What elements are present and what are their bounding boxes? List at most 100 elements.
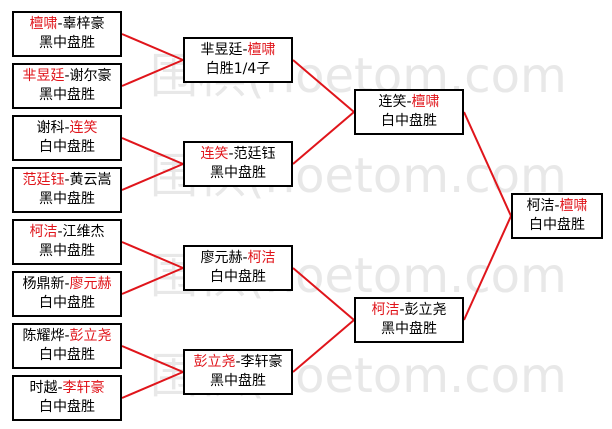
match-box-r1-7: 陈耀烨-彭立尧白中盘胜: [12, 323, 122, 369]
match-result: 白中盘胜: [529, 217, 585, 233]
connector-line: [121, 33, 184, 61]
player-black: 谢科: [36, 120, 65, 136]
separator-dash: -: [554, 198, 560, 214]
connector-line: [121, 345, 184, 373]
separator-dash: -: [64, 328, 70, 344]
separator-dash: -: [228, 146, 234, 162]
match-pair: 彭立尧-李轩豪: [193, 353, 282, 372]
connector-line: [121, 241, 184, 269]
match-box-r1-3: 谢科-连笑白中盘胜: [12, 115, 122, 161]
connector-line: [121, 163, 184, 191]
match-box-r1-1: 檀啸-辜梓豪黑中盘胜: [12, 11, 122, 57]
match-result: 黑中盘胜: [39, 87, 95, 103]
connector-line: [292, 267, 355, 321]
player-black: 芈昱廷: [200, 42, 243, 58]
match-box-r1-8: 时越-李轩豪白中盘胜: [12, 375, 122, 421]
match-box-r2-3: 廖元赫-柯洁白中盘胜: [183, 245, 293, 291]
match-box-r3-2: 柯洁-彭立尧黑中盘胜: [354, 297, 464, 343]
match-result: 黑中盘胜: [39, 191, 95, 207]
player-white: 辜梓豪: [62, 16, 105, 32]
player-black: 连笑: [378, 94, 407, 110]
connector-line: [121, 59, 184, 87]
player-white: 连笑: [69, 120, 98, 136]
separator-dash: -: [235, 354, 241, 370]
connector-line: [121, 371, 184, 399]
player-white: 谢尔豪: [69, 68, 112, 84]
match-box-r3-1: 连笑-檀啸白中盘胜: [354, 89, 464, 135]
player-black: 檀啸: [29, 16, 58, 32]
separator-dash: -: [64, 68, 70, 84]
player-white: 檀啸: [411, 94, 440, 110]
match-result: 黑中盘胜: [39, 35, 95, 51]
match-pair: 杨鼎新-廖元赫: [22, 275, 111, 294]
separator-dash: -: [57, 380, 63, 396]
player-white: 彭立尧: [404, 302, 447, 318]
player-black: 范廷钰: [22, 172, 65, 188]
match-result: 白中盘胜: [39, 295, 95, 311]
separator-dash: -: [64, 120, 70, 136]
match-pair: 陈耀烨-彭立尧: [22, 327, 111, 346]
match-pair: 柯洁-江维杰: [29, 223, 104, 242]
match-result: 白中盘胜: [210, 269, 266, 285]
connector-line: [292, 319, 355, 373]
player-black: 杨鼎新: [22, 276, 65, 292]
match-pair: 檀啸-辜梓豪: [29, 15, 104, 34]
player-white: 彭立尧: [69, 328, 112, 344]
match-box-r1-6: 杨鼎新-廖元赫白中盘胜: [12, 271, 122, 317]
match-result: 白中盘胜: [39, 139, 95, 155]
match-result: 白胜1/4子: [205, 61, 271, 77]
player-black: 陈耀烨: [22, 328, 65, 344]
match-result: 黑中盘胜: [39, 243, 95, 259]
match-pair: 柯洁-彭立尧: [371, 301, 446, 320]
separator-dash: -: [399, 302, 405, 318]
match-box-r2-4: 彭立尧-李轩豪黑中盘胜: [183, 349, 293, 395]
match-pair: 连笑-檀啸: [378, 93, 439, 112]
match-pair: 范廷钰-黄云嵩: [22, 171, 111, 190]
match-result: 白中盘胜: [381, 113, 437, 129]
separator-dash: -: [57, 224, 63, 240]
player-black: 柯洁: [371, 302, 400, 318]
connector-line: [463, 215, 512, 321]
separator-dash: -: [57, 16, 63, 32]
match-result: 黑中盘胜: [210, 373, 266, 389]
separator-dash: -: [64, 276, 70, 292]
player-black: 彭立尧: [193, 354, 236, 370]
match-pair: 谢科-连笑: [36, 119, 97, 138]
match-box-r1-2: 芈昱廷-谢尔豪黑中盘胜: [12, 63, 122, 109]
player-white: 李轩豪: [240, 354, 283, 370]
player-black: 时越: [29, 380, 58, 396]
player-black: 柯洁: [526, 198, 555, 214]
match-pair: 时越-李轩豪: [29, 379, 104, 398]
player-black: 廖元赫: [200, 250, 243, 266]
player-white: 江维杰: [62, 224, 105, 240]
player-black: 芈昱廷: [22, 68, 65, 84]
player-white: 檀啸: [247, 42, 276, 58]
separator-dash: -: [406, 94, 412, 110]
connector-line: [121, 137, 184, 165]
match-result: 黑中盘胜: [210, 165, 266, 181]
player-white: 李轩豪: [62, 380, 105, 396]
match-result: 黑中盘胜: [381, 321, 437, 337]
separator-dash: -: [242, 42, 248, 58]
match-box-r2-1: 芈昱廷-檀啸白胜1/4子: [183, 37, 293, 83]
match-box-r1-4: 范廷钰-黄云嵩黑中盘胜: [12, 167, 122, 213]
connector-line: [121, 267, 184, 295]
player-white: 范廷钰: [233, 146, 276, 162]
match-pair: 廖元赫-柯洁: [200, 249, 275, 268]
player-white: 黄云嵩: [69, 172, 112, 188]
connector-line: [292, 59, 355, 113]
player-white: 檀啸: [559, 198, 588, 214]
player-white: 柯洁: [247, 250, 276, 266]
match-result: 白中盘胜: [39, 347, 95, 363]
player-black: 连笑: [200, 146, 229, 162]
separator-dash: -: [242, 250, 248, 266]
connector-line: [292, 111, 355, 165]
match-pair: 芈昱廷-谢尔豪: [22, 67, 111, 86]
match-box-r2-2: 连笑-范廷钰黑中盘胜: [183, 141, 293, 187]
player-black: 柯洁: [29, 224, 58, 240]
match-pair: 芈昱廷-檀啸: [200, 41, 275, 60]
player-white: 廖元赫: [69, 276, 112, 292]
match-box-r4-1: 柯洁-檀啸白中盘胜: [511, 193, 603, 239]
separator-dash: -: [64, 172, 70, 188]
